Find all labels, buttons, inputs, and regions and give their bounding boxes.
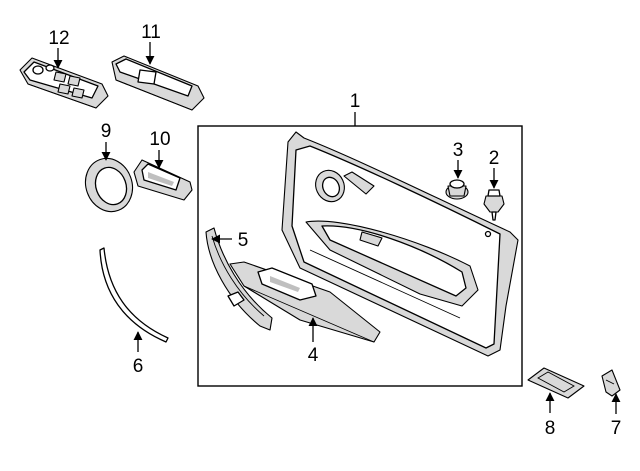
callout-6: 6 xyxy=(133,356,144,377)
part-2-clip xyxy=(483,189,505,221)
door-panel-assembly-box xyxy=(197,125,523,387)
callout-11: 11 xyxy=(141,22,161,43)
part-10-handle-bezel xyxy=(133,159,193,201)
part-12-window-switch xyxy=(19,57,109,109)
callout-7: 7 xyxy=(611,418,622,439)
part-1-door-panel xyxy=(281,131,519,357)
part-8-pad xyxy=(527,367,585,399)
callout-4: 4 xyxy=(308,345,319,366)
part-7-bracket xyxy=(601,369,621,397)
callout-9: 9 xyxy=(101,121,112,142)
part-3-grommet xyxy=(445,179,469,200)
callout-12: 12 xyxy=(48,28,69,49)
part-9-speaker-ring xyxy=(84,157,134,213)
callout-3: 3 xyxy=(453,140,464,161)
part-5-trim-molding xyxy=(205,227,273,331)
callout-1: 1 xyxy=(350,91,361,112)
callout-5: 5 xyxy=(238,230,249,251)
callout-8: 8 xyxy=(545,418,556,439)
callout-2: 2 xyxy=(489,148,500,169)
part-11-window-switch xyxy=(111,55,205,111)
callout-10: 10 xyxy=(149,129,170,150)
part-4-armrest xyxy=(229,261,381,343)
part-6-trim-strip xyxy=(99,247,169,343)
